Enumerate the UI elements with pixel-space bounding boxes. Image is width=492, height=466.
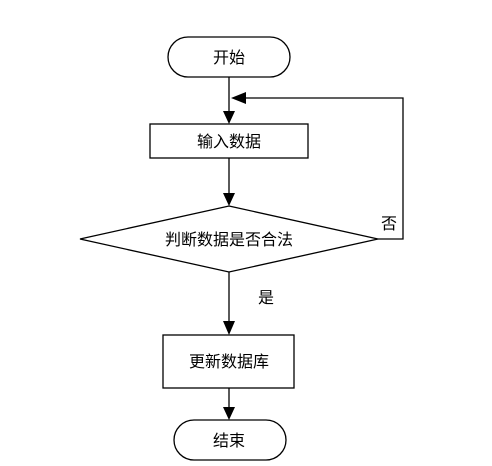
no-label: 否 [381,214,397,233]
start-label: 开始 [213,48,245,67]
yes-label: 是 [258,288,274,307]
arrowhead [223,111,235,124]
end-label: 结束 [213,431,245,450]
start-node: 开始 [167,36,291,78]
edge-input-to-decision [223,158,235,206]
update-label: 更新数据库 [189,352,269,371]
decision-node: 判断数据是否合法 [79,205,379,273]
update-node: 更新数据库 [162,334,295,389]
arrowhead [223,321,235,335]
edge-no-loop: 否 [231,92,404,240]
input-node: 输入数据 [149,123,309,159]
edge-update-to-end [223,388,235,420]
end-node: 结束 [173,419,287,461]
arrowhead [223,193,235,206]
arrowhead [223,407,235,420]
edge-yes: 是 [223,272,274,335]
edge-start-to-input [223,77,235,124]
input-label: 输入数据 [197,132,261,151]
decision-label: 判断数据是否合法 [165,230,293,249]
arrowhead [231,92,246,104]
